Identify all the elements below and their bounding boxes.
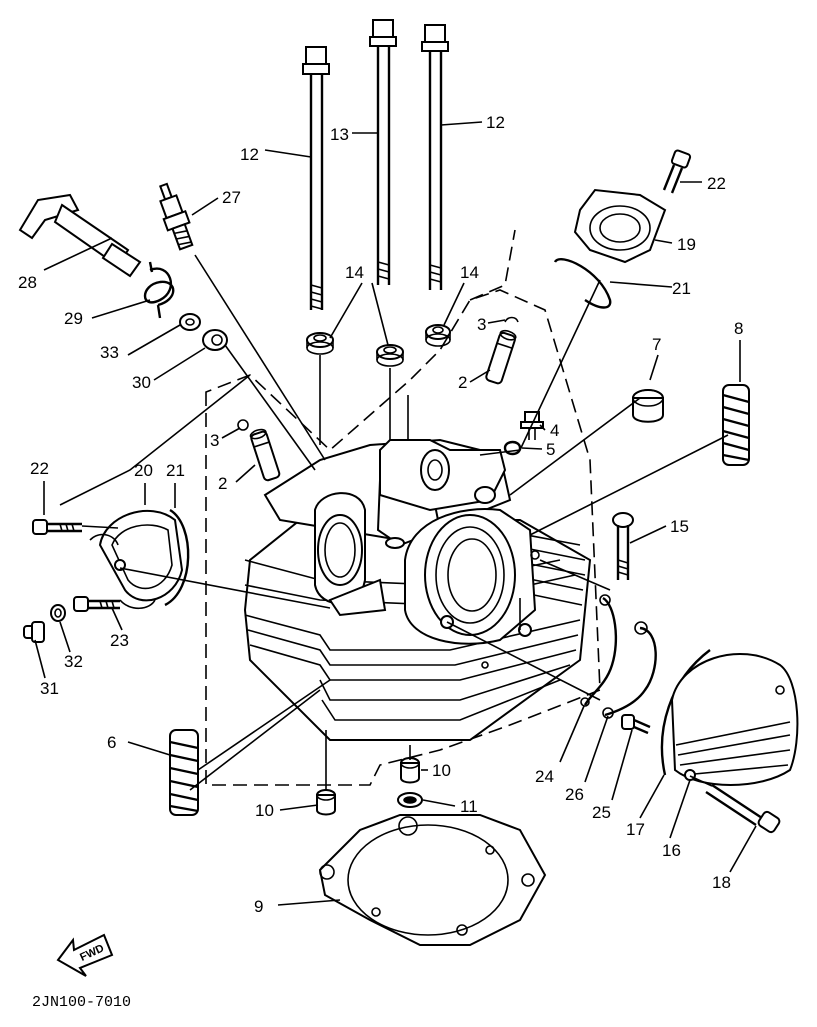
o-ring-21-left — [164, 508, 190, 607]
callout-27: 27 — [222, 188, 241, 207]
head-bolt-left — [302, 46, 330, 310]
head-bolt-center — [369, 19, 397, 285]
plug-31 — [23, 621, 45, 643]
callout-10-left: 10 — [255, 801, 274, 820]
callout-12-left: 12 — [240, 145, 259, 164]
dashed-boundary-top — [469, 229, 516, 301]
washer-14-right — [425, 324, 451, 347]
torsion-spring — [143, 261, 175, 319]
head-bolt-right — [421, 24, 449, 290]
valve-guide-right — [485, 329, 517, 385]
cylinder-head — [243, 438, 592, 741]
callout-9: 9 — [254, 897, 263, 916]
washer-5 — [503, 440, 522, 456]
washer-14-center — [376, 344, 404, 367]
callout-17: 17 — [626, 820, 645, 839]
callout-2-left: 2 — [218, 474, 227, 493]
bolt-22-left — [32, 519, 82, 535]
drawing-code: 2JN100-7010 — [32, 994, 131, 1011]
washer-33-hole — [185, 318, 195, 326]
leader-lines — [34, 121, 757, 906]
callout-24: 24 — [535, 767, 554, 786]
callout-28: 28 — [18, 273, 37, 292]
callout-2-right: 2 — [458, 373, 467, 392]
callout-22-top: 22 — [707, 174, 726, 193]
callout-14-left: 14 — [345, 263, 364, 282]
decomp-lever-shaft — [18, 193, 142, 278]
circlip-3-right — [504, 316, 519, 323]
callout-3-left: 3 — [210, 431, 219, 450]
callout-12-right: 12 — [486, 113, 505, 132]
bolt-25 — [621, 714, 651, 735]
bolt-22-top — [662, 149, 692, 194]
oil-seal-30 — [202, 329, 228, 351]
bolt-18 — [705, 783, 781, 834]
callout-13: 13 — [330, 125, 349, 144]
dowel-10-left — [316, 789, 336, 816]
callout-7: 7 — [652, 335, 661, 354]
spark-plug — [159, 182, 194, 251]
callout-16: 16 — [662, 841, 681, 860]
callout-33: 33 — [100, 343, 119, 362]
bolt-15 — [612, 512, 634, 580]
bolt-23 — [73, 596, 120, 612]
washer-11 — [397, 792, 423, 808]
callout-23: 23 — [110, 631, 129, 650]
callout-11: 11 — [460, 797, 478, 816]
head-gasket — [318, 814, 547, 946]
callout-29: 29 — [64, 309, 83, 328]
callout-14-right: 14 — [460, 263, 479, 282]
callout-21-top: 21 — [672, 279, 691, 298]
dashed-boundary-head — [205, 289, 601, 786]
o-ring-21-top — [553, 258, 612, 309]
callout-10-right: 10 — [432, 761, 451, 780]
fwd-arrow-icon: FWD — [56, 933, 114, 977]
circlip-3-left — [237, 419, 249, 431]
callout-21-left: 21 — [166, 461, 185, 480]
washer-32 — [50, 604, 66, 622]
cam-cap-19 — [573, 188, 667, 264]
dowel-down-lines — [325, 730, 411, 790]
callout-18: 18 — [712, 873, 731, 892]
plate-26 — [602, 621, 657, 719]
dowel-10-right — [400, 757, 420, 784]
callout-30: 30 — [132, 373, 151, 392]
callout-31: 31 — [40, 679, 59, 698]
callout-20: 20 — [134, 461, 153, 480]
o-ring-17 — [660, 649, 711, 776]
dowel-pin-8 — [722, 384, 750, 466]
washer-14-left — [306, 332, 334, 355]
callout-22-left: 22 — [30, 459, 49, 478]
callout-26: 26 — [565, 785, 584, 804]
washer-33 — [179, 313, 201, 331]
valve-guide-left — [249, 428, 281, 482]
callout-3-right: 3 — [477, 315, 486, 334]
callout-5: 5 — [546, 440, 555, 459]
callout-8: 8 — [734, 319, 743, 338]
callout-19: 19 — [677, 235, 696, 254]
cap-7 — [632, 389, 664, 423]
side-cover-16 — [670, 652, 799, 786]
callout-32: 32 — [64, 652, 83, 671]
callout-6: 6 — [107, 733, 116, 752]
callout-25: 25 — [592, 803, 611, 822]
callout-15: 15 — [670, 517, 689, 536]
callout-4: 4 — [550, 421, 559, 440]
tappet-cover-left — [89, 510, 184, 610]
dowel-pin-6 — [169, 729, 199, 816]
